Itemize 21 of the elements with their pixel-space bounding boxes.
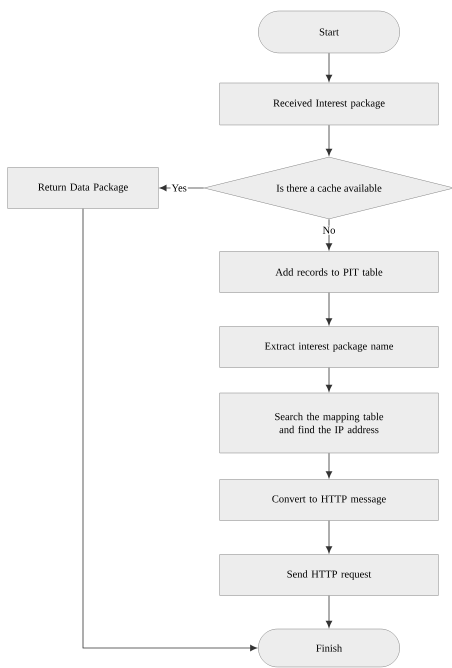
process-box: Received Interest package bbox=[219, 82, 439, 126]
arrow bbox=[326, 52, 332, 82]
arrow bbox=[326, 595, 332, 628]
process-box: Send HTTP request bbox=[219, 554, 439, 596]
process-box: Add records to PIT table bbox=[219, 251, 439, 293]
process-box: Extract interest package name bbox=[219, 326, 439, 368]
process-box: Convert to HTTP message bbox=[219, 479, 439, 521]
edge-label: Yes bbox=[170, 184, 188, 192]
arrow bbox=[326, 292, 332, 326]
arrow bbox=[326, 520, 332, 554]
arrow bbox=[160, 184, 204, 192]
arrow bbox=[326, 218, 332, 250]
arrow bbox=[326, 452, 332, 478]
process-box: Return Data Package bbox=[7, 167, 159, 209]
arrow bbox=[326, 124, 332, 156]
end-terminal: Finish bbox=[258, 628, 400, 668]
edge-label: No bbox=[322, 226, 336, 235]
arrow bbox=[82, 208, 258, 652]
start-terminal: Start bbox=[258, 10, 400, 54]
arrow bbox=[326, 367, 332, 392]
process-box: Search the mapping table and find the IP address bbox=[219, 392, 439, 454]
